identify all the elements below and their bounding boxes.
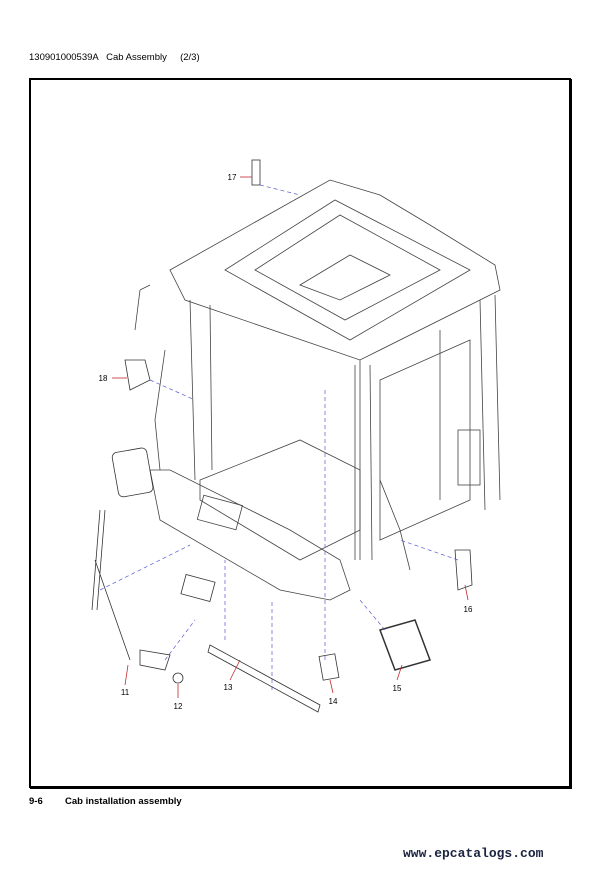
figure-caption: Cab installation assembly bbox=[65, 796, 182, 807]
page-header: 130901000539A Cab Assembly (2/3) bbox=[29, 52, 200, 63]
drawing-frame bbox=[29, 78, 571, 788]
parts bbox=[91, 159, 473, 713]
cab-body bbox=[134, 179, 501, 601]
callout-13: 13 bbox=[224, 683, 233, 692]
assembly-title: Cab Assembly bbox=[106, 52, 167, 63]
callout-11: 11 bbox=[121, 688, 130, 697]
section-number: 9-6 bbox=[29, 796, 43, 807]
part-18 bbox=[124, 359, 151, 391]
leader-lines bbox=[112, 176, 469, 698]
callout-18: 18 bbox=[99, 374, 108, 383]
callout-17: 17 bbox=[228, 173, 237, 182]
part-11-wiper bbox=[91, 509, 131, 661]
part-17 bbox=[251, 159, 261, 186]
callout-14: 14 bbox=[329, 697, 338, 706]
part-13 bbox=[207, 644, 321, 713]
part-15 bbox=[379, 619, 431, 671]
part-12 bbox=[139, 649, 171, 671]
part-16 bbox=[454, 549, 473, 591]
mirror bbox=[111, 447, 154, 498]
part-14 bbox=[318, 653, 340, 681]
watermark-link[interactable]: www.epcatalogs.com bbox=[403, 846, 544, 861]
callout-15: 15 bbox=[393, 684, 402, 693]
callout-12: 12 bbox=[174, 702, 183, 711]
page-of: (2/3) bbox=[180, 52, 200, 63]
callout-16: 16 bbox=[464, 605, 473, 614]
assembly-lines bbox=[99, 184, 459, 690]
part-number: 130901000539A bbox=[29, 52, 99, 63]
